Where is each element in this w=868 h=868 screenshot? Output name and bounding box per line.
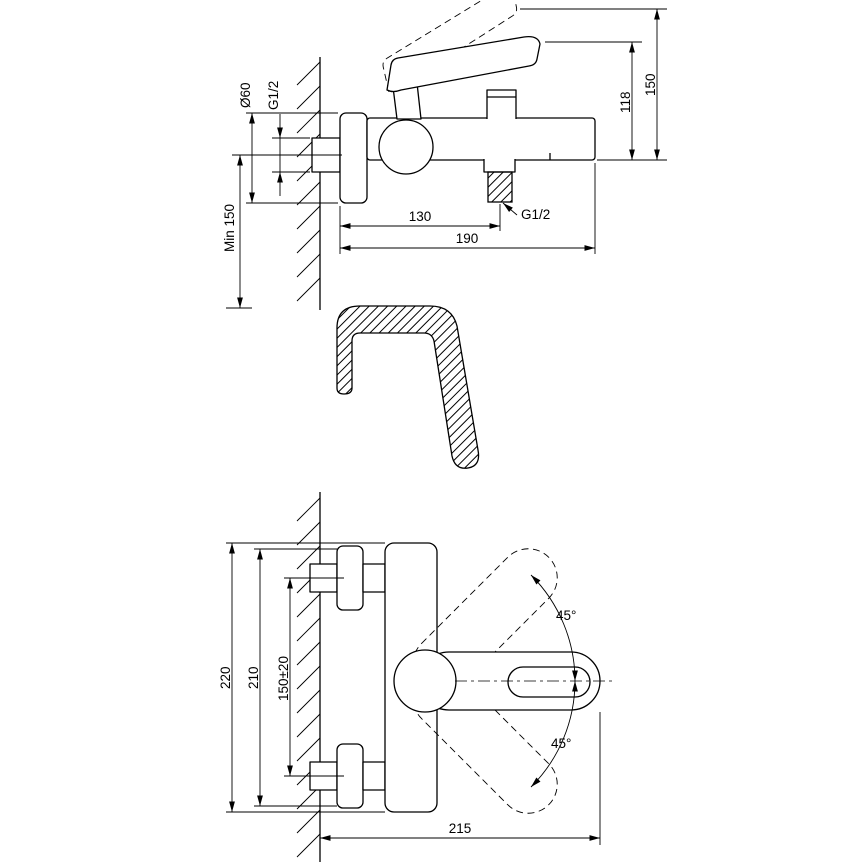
mixer-front-view [309, 542, 614, 814]
escutcheon-side [339, 112, 368, 204]
handle-hub [393, 649, 457, 713]
dim-label-130: 130 [409, 209, 432, 224]
spout-section-profile [336, 305, 480, 469]
dim-label-210: 210 [246, 666, 261, 689]
dim-label-150: 150 [643, 73, 658, 96]
dim-label-215: 215 [449, 821, 472, 836]
shower-port-top [486, 89, 517, 119]
mixer-side-view [311, 0, 596, 204]
handle-grip-slot [507, 666, 591, 698]
neck-upper [362, 563, 386, 593]
dim-label-190: 190 [456, 231, 479, 246]
wall-section-top [296, 57, 321, 310]
dim-label-45-down: 45° [551, 736, 571, 751]
h220-extension-lines [226, 542, 385, 813]
dim-label-220: 220 [218, 666, 233, 689]
side-view-dimensions: Ø60 G1/2 Min 150 130 190 G1/2 118 150 [222, 8, 667, 309]
dim-label-g12-wall: G1/2 [266, 81, 281, 110]
dim-label-118: 118 [618, 91, 633, 113]
angle-arc-lower [530, 680, 578, 788]
outlet-thread [487, 171, 513, 203]
outlet-connector [483, 159, 516, 173]
front-view-dimensions: 45° 45° 220 210 150±20 215 [218, 542, 601, 845]
handle-lever-side [386, 36, 541, 93]
cartridge-circle [378, 119, 434, 175]
g12outlet-leader [502, 202, 518, 216]
mount150-centerlines [284, 577, 344, 777]
h150-extension-lines [520, 8, 667, 161]
dim-label-g12-outlet: G1/2 [521, 207, 550, 222]
wall-section-bottom [296, 492, 321, 862]
dia60-extension-lines [246, 112, 338, 204]
h210-extension-lines [254, 548, 337, 807]
dim-label-dia60: Ø60 [238, 82, 253, 108]
dim-label-45-up: 45° [556, 608, 576, 623]
dim-label-min150: Min 150 [222, 204, 237, 252]
spout-cross-section [336, 305, 480, 469]
angle-arc-upper [530, 574, 578, 682]
neck-lower [362, 761, 386, 791]
wall-hatch-bottom [296, 497, 321, 858]
wall-hatch-top [296, 61, 321, 302]
dim-label-150pm20: 150±20 [276, 656, 291, 701]
